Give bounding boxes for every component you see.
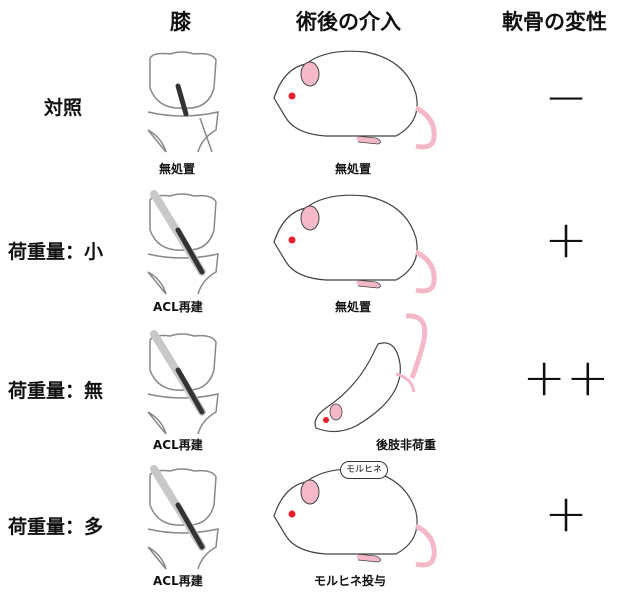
knee-diagram [147,330,219,435]
cartilage-result: − [544,68,588,128]
header-knee: 膝 [170,10,191,34]
cartilage-result: + [544,210,588,270]
rat-illustration [273,468,437,568]
row-label-high-load: 荷重量：多 [8,516,104,538]
morphine-tag: モルヒネ [340,461,388,479]
acl-graft [175,367,205,415]
knee-caption: ACL再建 [153,438,203,452]
knee-diagram [147,51,219,153]
knee-diagram [147,465,219,570]
rat-suspended-illustration [314,313,428,433]
intervention-caption: 後肢非荷重 [376,438,437,452]
intervention-caption: モルヒネ投与 [314,574,387,588]
acl-graft [175,227,205,275]
rat-illustration [273,50,437,150]
knee-diagram [147,190,219,295]
row-label-no-load: 荷重量：無 [8,380,104,402]
header-intervention: 術後の介入 [296,10,401,34]
knee-caption: ACL再建 [153,574,203,588]
cartilage-result: + [544,484,588,544]
row-label-control: 対照 [44,97,83,119]
header-cartilage: 軟骨の変性 [502,10,607,34]
knee-caption: 無処置 [159,162,196,176]
cartilage-result: ++ [522,348,610,408]
knee-caption: ACL再建 [153,300,203,314]
intervention-caption: 無処置 [335,300,372,314]
rat-illustration [273,194,437,294]
acl-ligament [175,83,189,117]
acl-graft [175,502,205,550]
row-label-low-load: 荷重量：小 [8,241,104,263]
intervention-caption: 無処置 [335,162,372,176]
